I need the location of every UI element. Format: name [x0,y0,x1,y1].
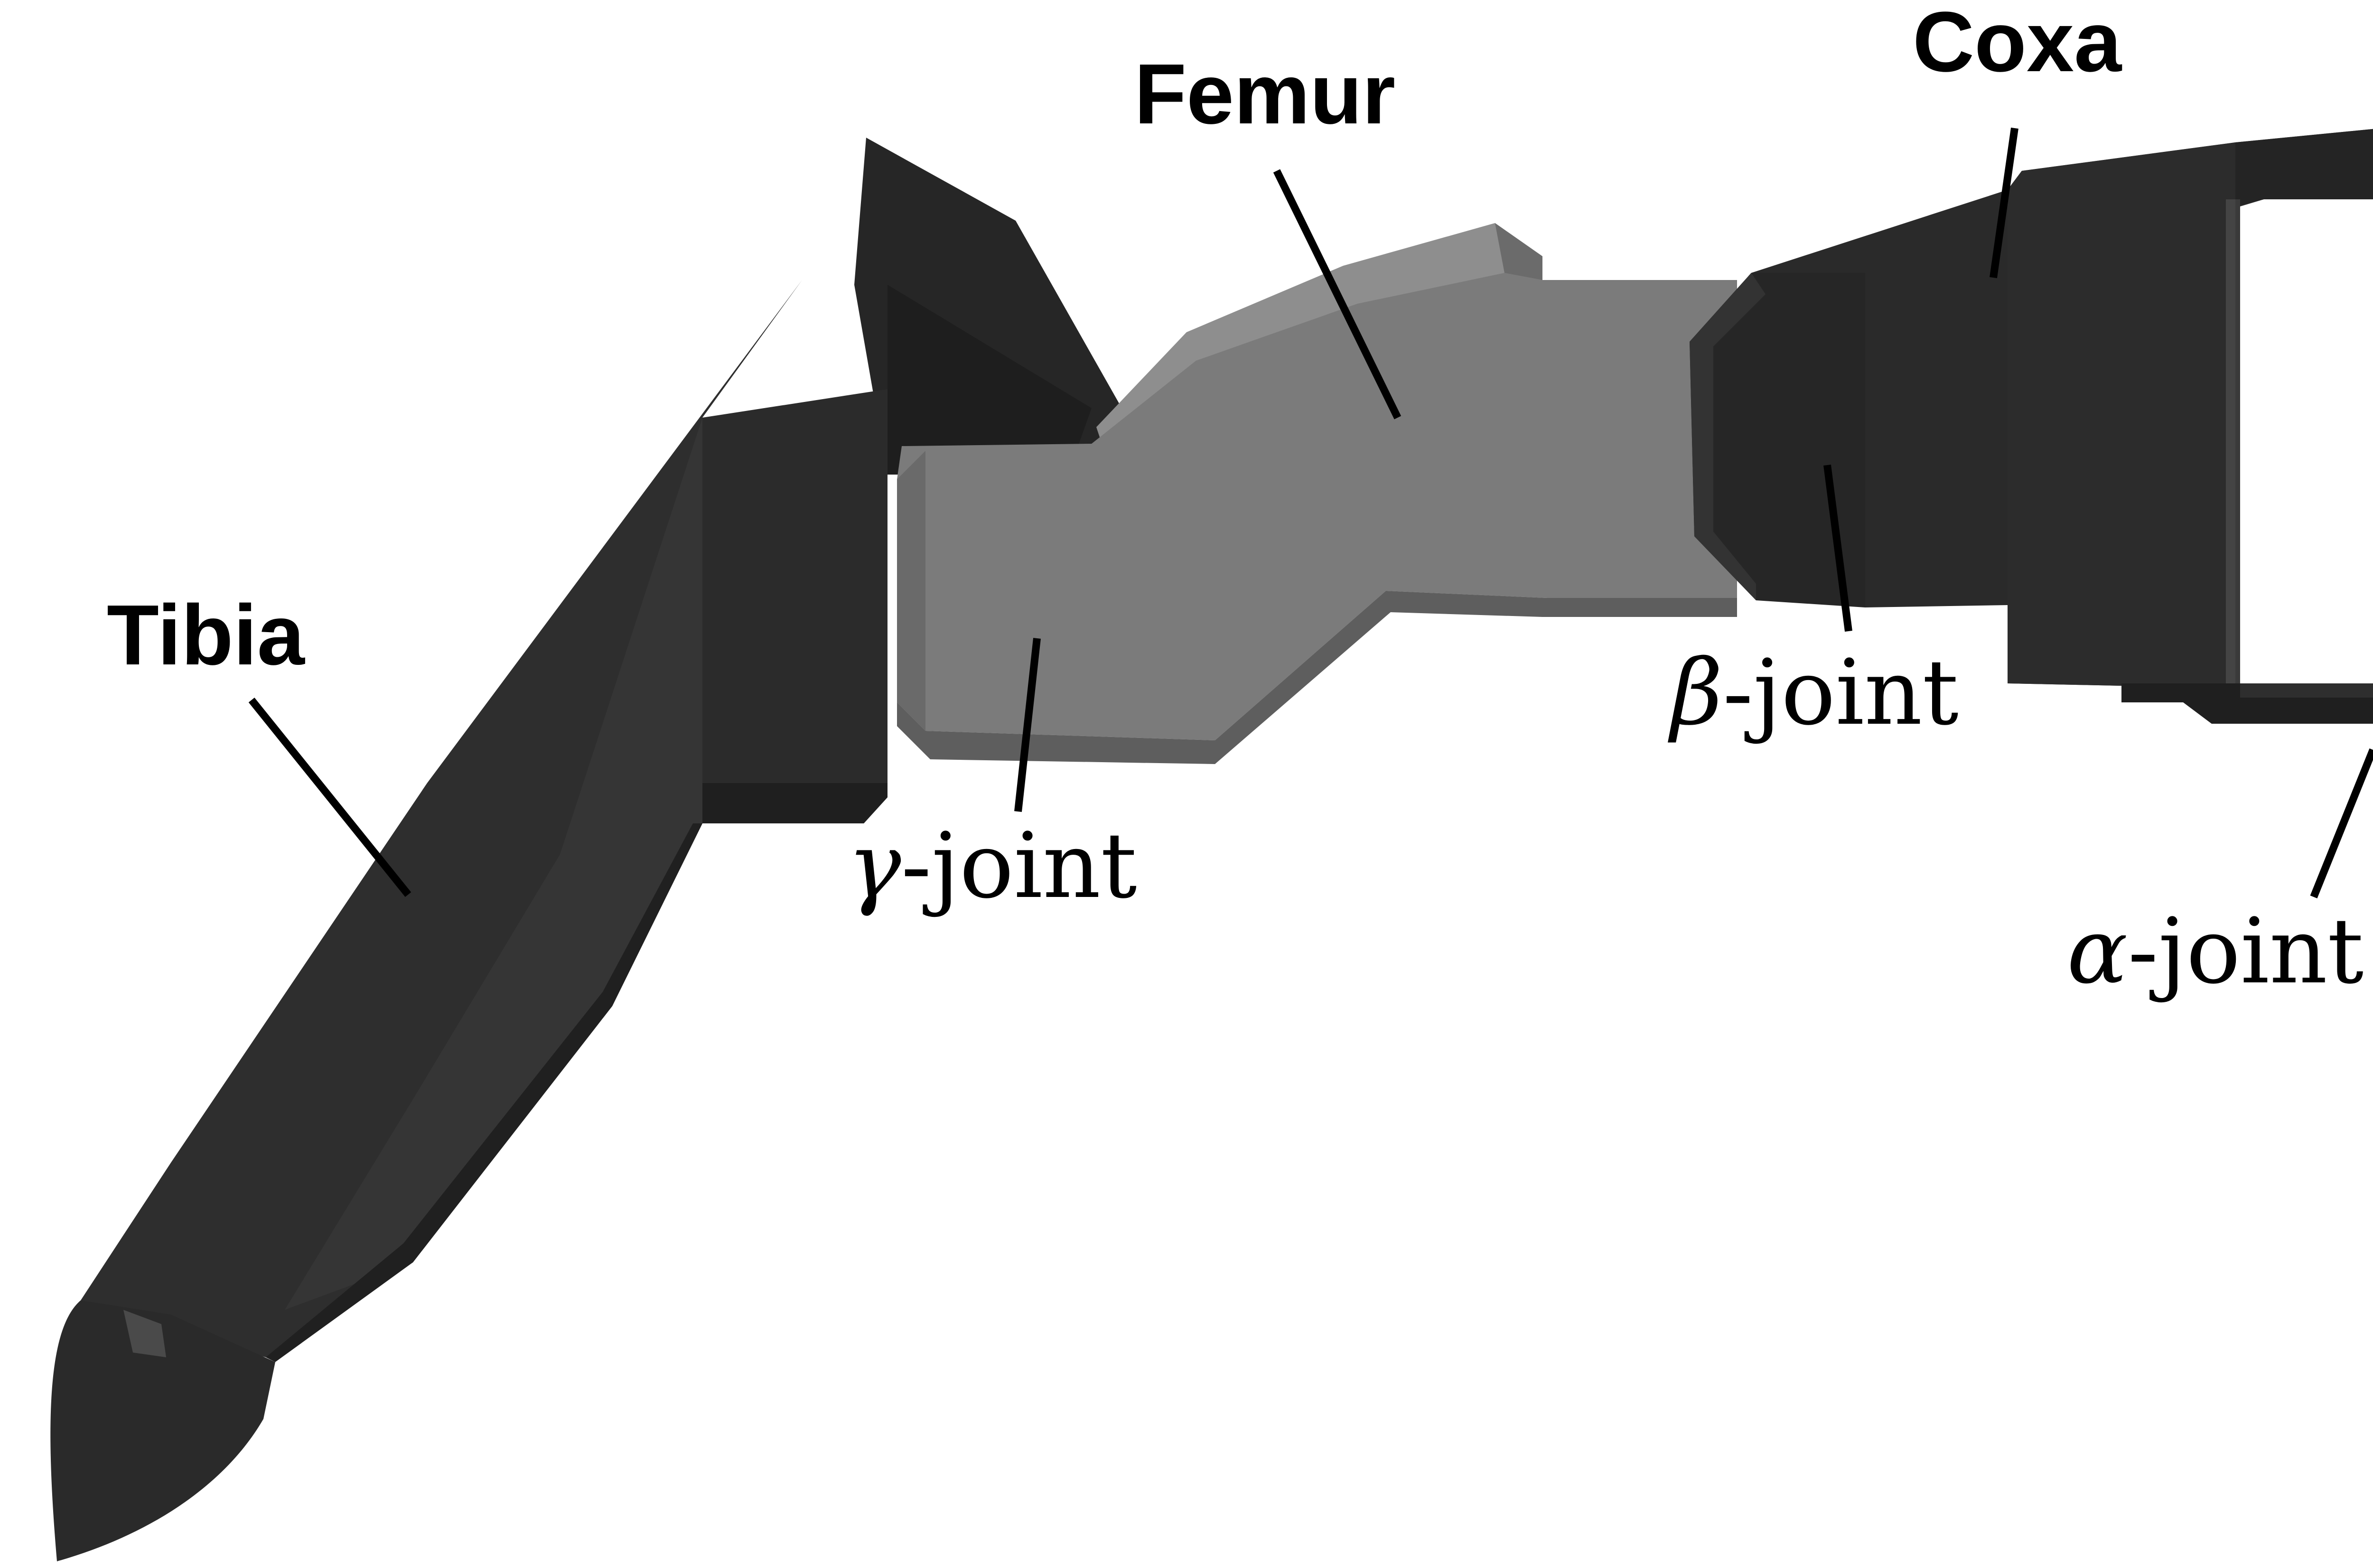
labels: Coxa Femur Tibia β-joint γ-joint α-joint [107,0,2364,1004]
tibia-leader [248,697,411,897]
femur-label: Femur [1134,47,1395,142]
tibia-shaft [81,280,802,1357]
tibia-joint-block [702,389,888,823]
coxa-body-shade [2008,142,2235,686]
beta-symbol: β [1668,640,1723,745]
alpha-bracket-bottom-upper [2240,683,2373,698]
tibia-label: Tibia [107,588,306,683]
femur-left-edge [897,451,925,731]
alpha-bracket-top [2235,129,2373,206]
gamma-joint-suffix: -joint [901,813,1137,918]
alpha-joint-leader [2310,748,2373,898]
tibia-housing-shadow [888,285,1092,475]
beta-joint-suffix: -joint [1723,640,1959,745]
alpha-bracket-vertical-inner [2226,199,2235,683]
beta-joint-label: β-joint [1668,640,1959,745]
coxa-leader [1990,127,2018,279]
beta-joint-leader [1823,464,1852,632]
gamma-joint-leader [1014,638,1041,812]
beta-joint-cap-bevel [1690,273,1766,600]
femur-segment [897,223,1737,764]
alpha-joint-label: α-joint [2067,899,2364,1004]
leader-lines [248,127,2373,898]
tibia-joint-block-lower [702,783,888,823]
femur-body [897,273,1737,740]
gamma-symbol: γ [847,813,901,918]
tibia-tip [50,1300,275,1561]
femur-leader [1273,169,1401,420]
tibia-segment [50,138,1127,1561]
femur-right-bevel [1495,223,1542,280]
gamma-joint-label: γ-joint [847,813,1137,918]
alpha-joint-suffix: -joint [2128,899,2364,1004]
beta-joint-cap [1690,273,1865,607]
coxa-label: Coxa [1913,0,2122,90]
femur-bottom-edge [897,591,1737,764]
coxa-segment [1690,129,2373,724]
tibia-tip-highlight [123,1310,166,1357]
alpha-bracket-vertical [2235,199,2240,683]
alpha-symbol: α [2067,899,2128,1004]
